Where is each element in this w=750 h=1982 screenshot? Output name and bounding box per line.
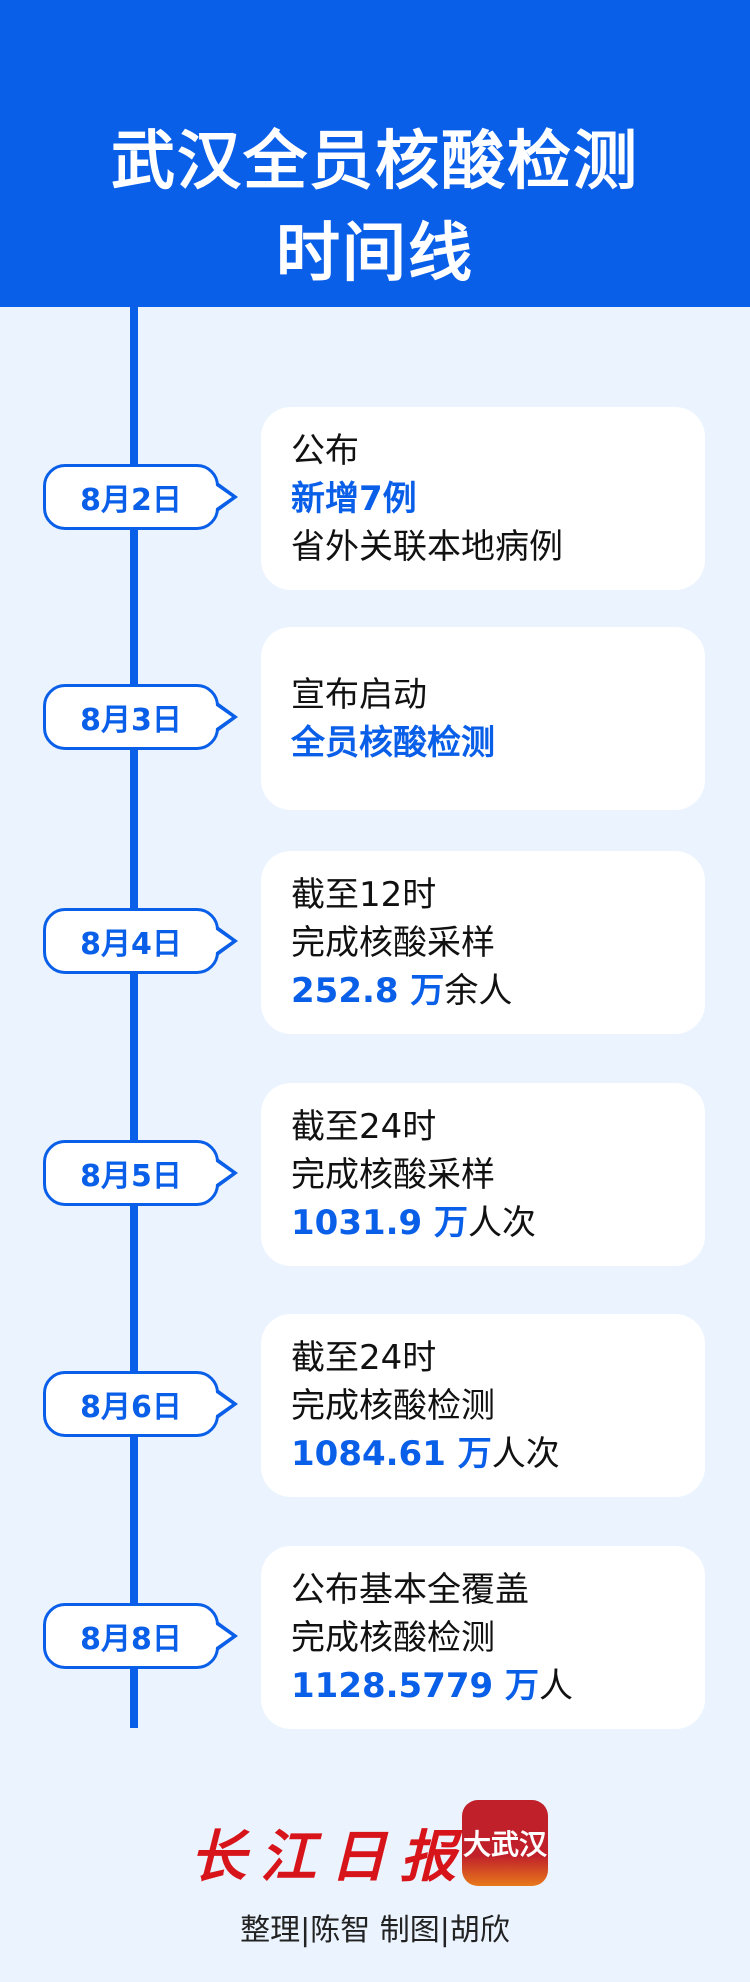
card-line: 完成核酸采样	[291, 1151, 536, 1199]
line-text: 完成核酸采样	[291, 922, 495, 963]
timeline-line	[130, 307, 138, 1728]
card-line: 1128.5779 万人	[291, 1662, 573, 1710]
card-line: 公布基本全覆盖	[291, 1566, 573, 1614]
card-line: 省外关联本地病例	[291, 523, 563, 571]
line-text: 余人	[444, 970, 513, 1011]
line-text: 省外关联本地病例	[291, 526, 563, 567]
event-card: 公布新增7例省外关联本地病例	[261, 407, 705, 590]
page-subtitle: 时间线	[276, 217, 474, 291]
line-text: 宣布启动	[291, 674, 427, 715]
line-text: 人	[539, 1665, 574, 1706]
changjiang-daily-logo: 长江日报	[190, 1824, 470, 1890]
card-line: 完成核酸检测	[291, 1614, 573, 1662]
line-text: 完成核酸采样	[291, 1154, 495, 1195]
date-badge: 8月2日	[43, 464, 219, 530]
credit-text: 整理|陈智 制图|胡欣	[240, 1913, 510, 1948]
date-badge: 8月4日	[43, 908, 219, 974]
highlight-text: 全员核酸检测	[291, 722, 495, 763]
line-text: 完成核酸检测	[291, 1617, 495, 1658]
line-text: 截至24时	[291, 1106, 437, 1147]
line-text: 公布基本全覆盖	[291, 1569, 529, 1610]
highlight-text: 1084.61 万	[291, 1433, 492, 1474]
highlight-text: 新增7例	[291, 478, 417, 519]
card-line: 完成核酸采样	[291, 919, 512, 967]
line-text: 人次	[468, 1202, 537, 1243]
date-label: 8月5日	[80, 1159, 182, 1194]
timeline-item: 8月3日 宣布启动全员核酸检测	[0, 627, 750, 810]
card-line: 252.8 万余人	[291, 967, 512, 1015]
event-card: 宣布启动全员核酸检测	[261, 627, 705, 810]
card-line: 公布	[291, 427, 563, 475]
line-text: 人次	[491, 1433, 560, 1474]
highlight-text: 1128.5779 万	[291, 1665, 540, 1706]
date-label: 8月2日	[80, 483, 182, 518]
page-title: 武汉全员核酸检测	[111, 125, 639, 199]
header-banner: 武汉全员核酸检测 时间线	[0, 0, 750, 307]
date-badge: 8月6日	[43, 1371, 219, 1437]
date-label: 8月3日	[80, 703, 182, 738]
timeline-item: 8月2日 公布新增7例省外关联本地病例	[0, 407, 750, 590]
card-line: 完成核酸检测	[291, 1382, 560, 1430]
highlight-text: 252.8 万	[291, 970, 445, 1011]
date-badge: 8月8日	[43, 1603, 219, 1669]
card-line: 1084.61 万人次	[291, 1430, 560, 1478]
card-line: 新增7例	[291, 475, 563, 523]
card-line: 截至12时	[291, 871, 512, 919]
card-line: 截至24时	[291, 1103, 536, 1151]
date-badge: 8月5日	[43, 1140, 219, 1206]
date-label: 8月8日	[80, 1622, 182, 1657]
card-line: 宣布启动	[291, 671, 495, 719]
card-line: 全员核酸检测	[291, 719, 495, 767]
highlight-text: 1031.9 万	[291, 1202, 469, 1243]
line-text: 截至12时	[291, 874, 437, 915]
line-text: 公布	[291, 430, 359, 471]
line-text: 截至24时	[291, 1337, 437, 1378]
line-text: 完成核酸检测	[291, 1385, 495, 1426]
dawuhan-app-icon: 大武汉	[462, 1800, 548, 1886]
card-line: 1031.9 万人次	[291, 1199, 536, 1247]
date-badge: 8月3日	[43, 684, 219, 750]
card-line: 截至24时	[291, 1334, 560, 1382]
date-label: 8月4日	[80, 927, 182, 962]
date-label: 8月6日	[80, 1390, 182, 1425]
